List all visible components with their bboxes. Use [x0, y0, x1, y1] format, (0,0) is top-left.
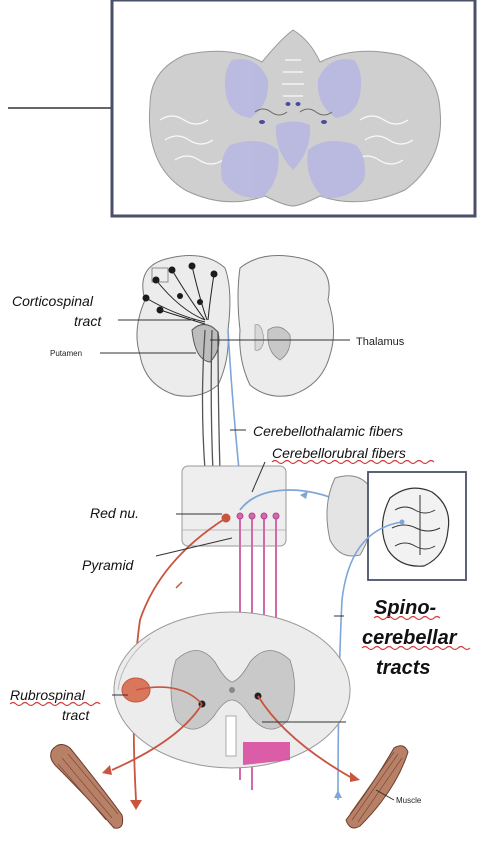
- corticospinal-label-1: Corticospinal: [12, 293, 94, 309]
- brain-section: [136, 255, 334, 397]
- thalamus-label: Thalamus: [356, 336, 405, 348]
- spinocerebellar-label-2: cerebellar: [362, 627, 458, 649]
- rubrospinal-label-2: tract: [62, 707, 90, 723]
- putamen-label: Putamen: [50, 349, 82, 358]
- red-nucleus-label: Red nu.: [90, 505, 139, 521]
- rubrospinal-label-1: Rubrospinal: [10, 687, 86, 703]
- small-cerebellum: [326, 471, 467, 581]
- spinocerebellar-label-1: Spino-: [374, 597, 437, 619]
- brainstem: [181, 465, 287, 547]
- cerebellum-section: [148, 29, 442, 207]
- cerebellum-panel: [8, 0, 477, 218]
- left-muscle: [50, 744, 124, 829]
- spinocerebellar-path: [337, 521, 403, 801]
- cerebellothalamic-label: Cerebellothalamic fibers: [253, 423, 403, 439]
- spinocerebellar-label-3: tracts: [376, 657, 430, 679]
- leader-lines: [100, 319, 395, 801]
- corticospinal-fibers: [201, 329, 221, 473]
- muscle-label: Muscle: [396, 796, 422, 805]
- corticospinal-label-2: tract: [74, 313, 102, 329]
- cerebellorubral-label: Cerebellorubral fibers: [272, 445, 406, 461]
- right-hemisphere: [237, 255, 334, 397]
- highlight-regions: [221, 59, 365, 199]
- corticospinal-area: [243, 742, 290, 765]
- rubrospinal-path: [132, 517, 227, 801]
- blue-thalamic-fiber: [227, 329, 241, 481]
- pyramid-label: Pyramid: [82, 557, 135, 573]
- right-muscle: [345, 745, 409, 829]
- spinal-cord: [113, 611, 351, 769]
